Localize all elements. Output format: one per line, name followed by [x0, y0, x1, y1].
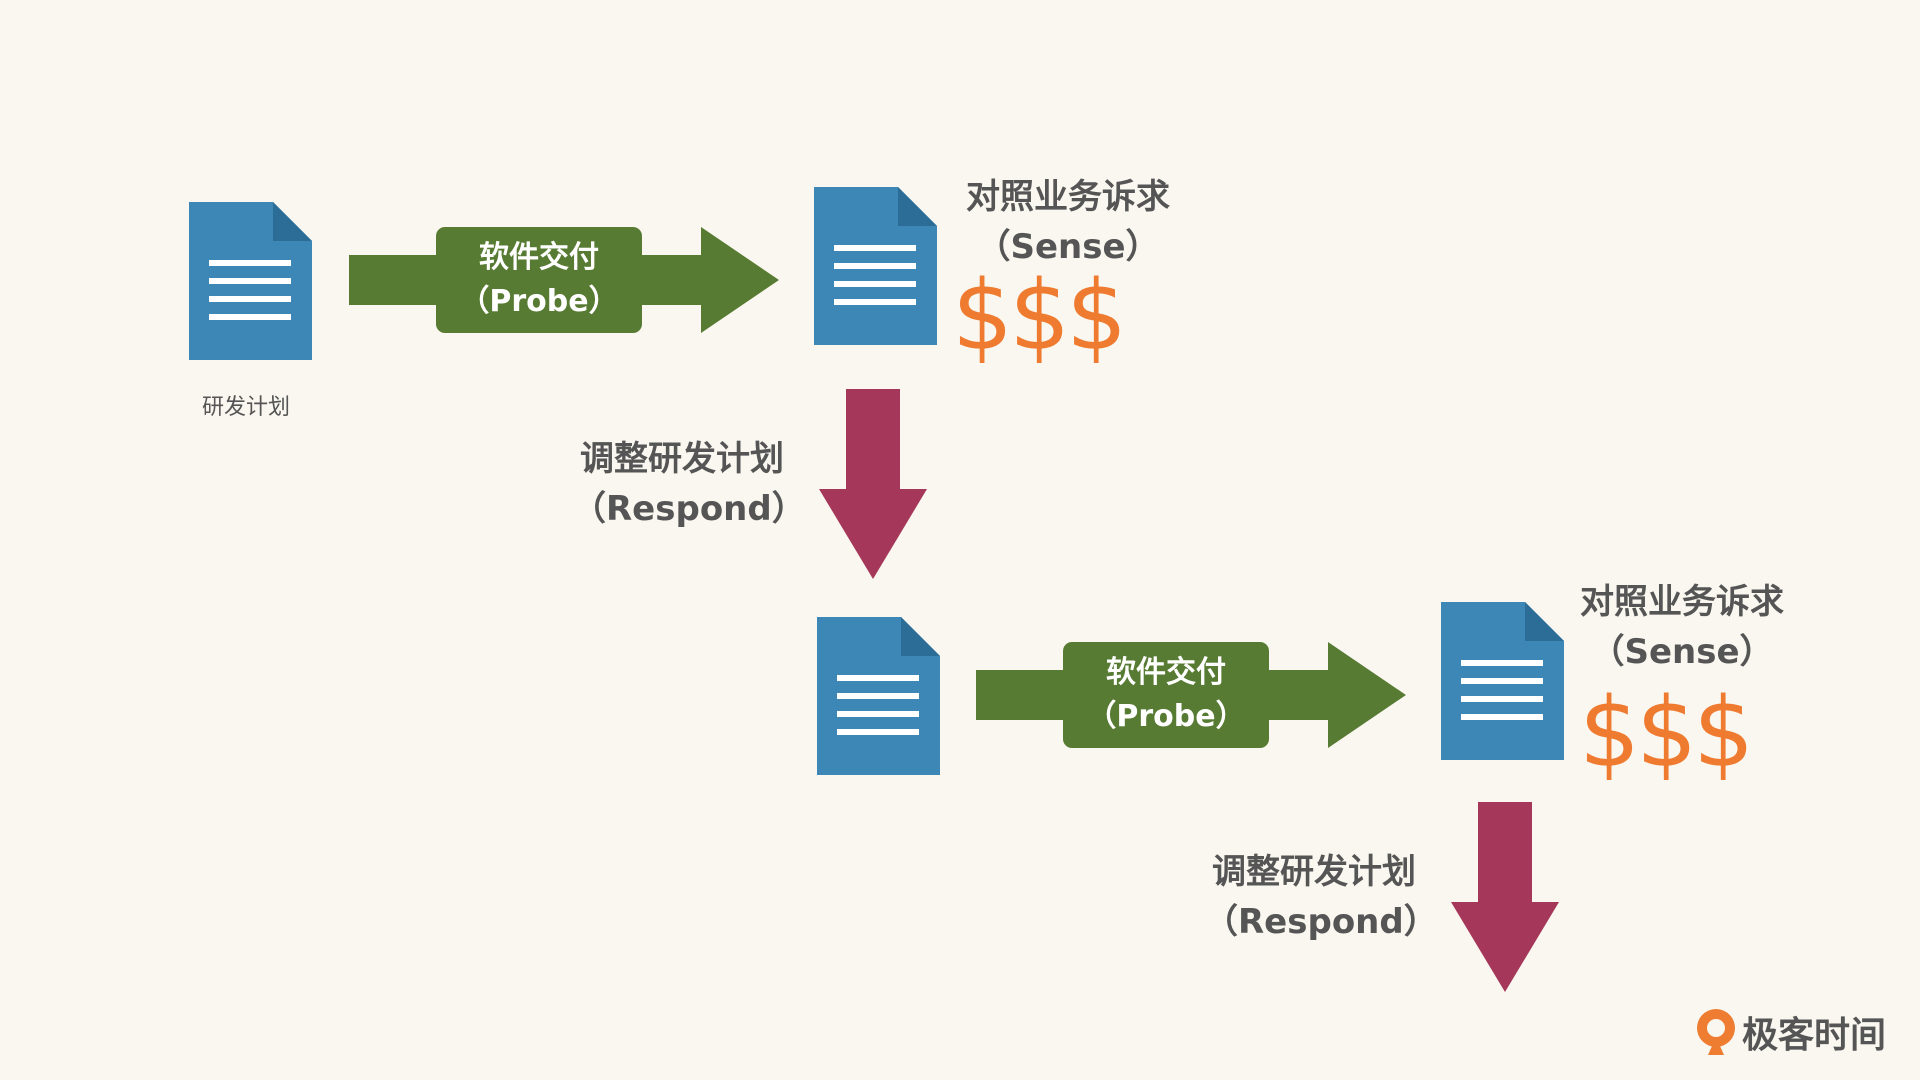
adjusted-plan-document-icon	[817, 617, 940, 775]
plan-caption: 研发计划	[202, 395, 291, 420]
sense-label-2-line1: 对照业务诉求	[1580, 582, 1784, 622]
plan-document-icon	[189, 202, 312, 360]
sense-label-2-line2: （Sense）	[1590, 632, 1774, 672]
respond-label-line1: 调整研发计划	[580, 439, 784, 479]
respond-label: 调整研发计划 （Respond）	[572, 434, 806, 534]
sense-label: 对照业务诉求 （Sense）	[958, 172, 1178, 272]
sense-label-line1: 对照业务诉求	[966, 177, 1170, 217]
probe-label-line1: 软件交付	[479, 240, 599, 275]
geektime-logo-icon	[1696, 1009, 1735, 1055]
money-symbol-2: $$$	[1579, 677, 1754, 789]
probe-label-line2: （Probe）	[459, 284, 619, 319]
probe-label-2-line2: （Probe）	[1086, 699, 1246, 734]
respond-arrow	[819, 389, 927, 579]
respond-label-2-line1: 调整研发计划	[1212, 852, 1416, 892]
probe-arrow: 软件交付 （Probe）	[349, 227, 779, 333]
probe-label-2-line1: 软件交付	[1106, 655, 1226, 690]
respond-label-2-line2: （Respond）	[1204, 902, 1438, 942]
sense-label-2: 对照业务诉求 （Sense）	[1572, 577, 1792, 677]
result-document-icon-2	[1441, 602, 1564, 760]
probe-label: 软件交付 （Probe）	[436, 227, 642, 333]
brand-name: 极客时间	[1741, 1015, 1886, 1056]
respond-arrow-2	[1451, 802, 1559, 992]
probe-label-2: 软件交付 （Probe）	[1063, 642, 1269, 748]
money-symbol: $$$	[952, 260, 1127, 372]
brand-watermark: 极客时间	[1694, 1006, 1886, 1058]
sense-label-line2: （Sense）	[976, 227, 1160, 267]
probe-arrow-2: 软件交付 （Probe）	[976, 642, 1406, 748]
result-document-icon	[814, 187, 937, 345]
respond-label-2: 调整研发计划 （Respond）	[1204, 847, 1438, 947]
respond-label-line2: （Respond）	[572, 489, 806, 529]
